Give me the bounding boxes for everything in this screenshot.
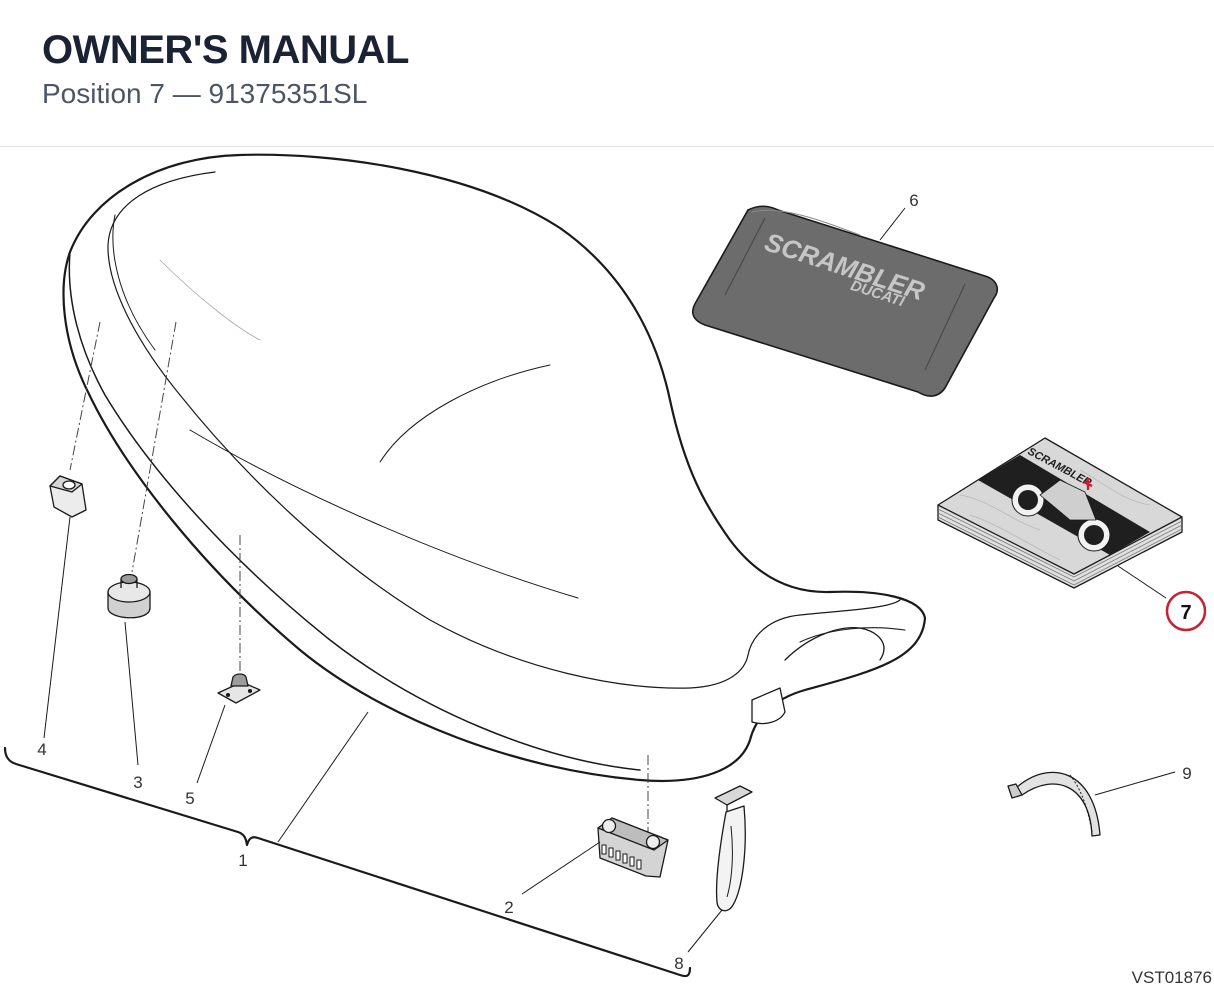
- callout-6: 6: [909, 191, 918, 210]
- document-code: VST01876: [1131, 968, 1212, 987]
- callout-8: 8: [674, 954, 683, 973]
- highlight-ring: [1165, 590, 1207, 632]
- assembly-bracket: [3, 746, 692, 978]
- callout-9: 9: [1182, 764, 1191, 783]
- callout-1: 1: [238, 851, 247, 870]
- curved-strap-illustration: [1007, 771, 1101, 837]
- callout-7: 7: [1180, 602, 1191, 624]
- page-header: OWNER'S MANUAL Position 7 — 91375351SL: [0, 0, 1214, 147]
- tool-pouch-illustration: SCRAMBLER DUCATI: [691, 205, 999, 397]
- page-title: OWNER'S MANUAL: [42, 28, 409, 72]
- leader-lines: [43, 207, 1176, 953]
- callout-5: 5: [185, 789, 194, 808]
- seat-bracket-illustration: [597, 817, 669, 878]
- owners-manual-booklet-illustration: SCRAMBLER: [937, 437, 1183, 589]
- page-subtitle: Position 7 — 91375351SL: [42, 78, 368, 109]
- rubber-bumper-illustration: [107, 573, 151, 619]
- callout-4: 4: [37, 740, 46, 759]
- callout-7-highlight[interactable]: 7: [1165, 590, 1207, 632]
- clip-bracket-illustration: [217, 673, 261, 704]
- strap-illustration: [714, 785, 753, 912]
- mounting-axis-lines: [69, 321, 649, 838]
- rubber-pad-illustration: [49, 475, 87, 518]
- callout-3: 3: [133, 773, 142, 792]
- seat-illustration: [62, 153, 927, 782]
- callout-2: 2: [504, 898, 513, 917]
